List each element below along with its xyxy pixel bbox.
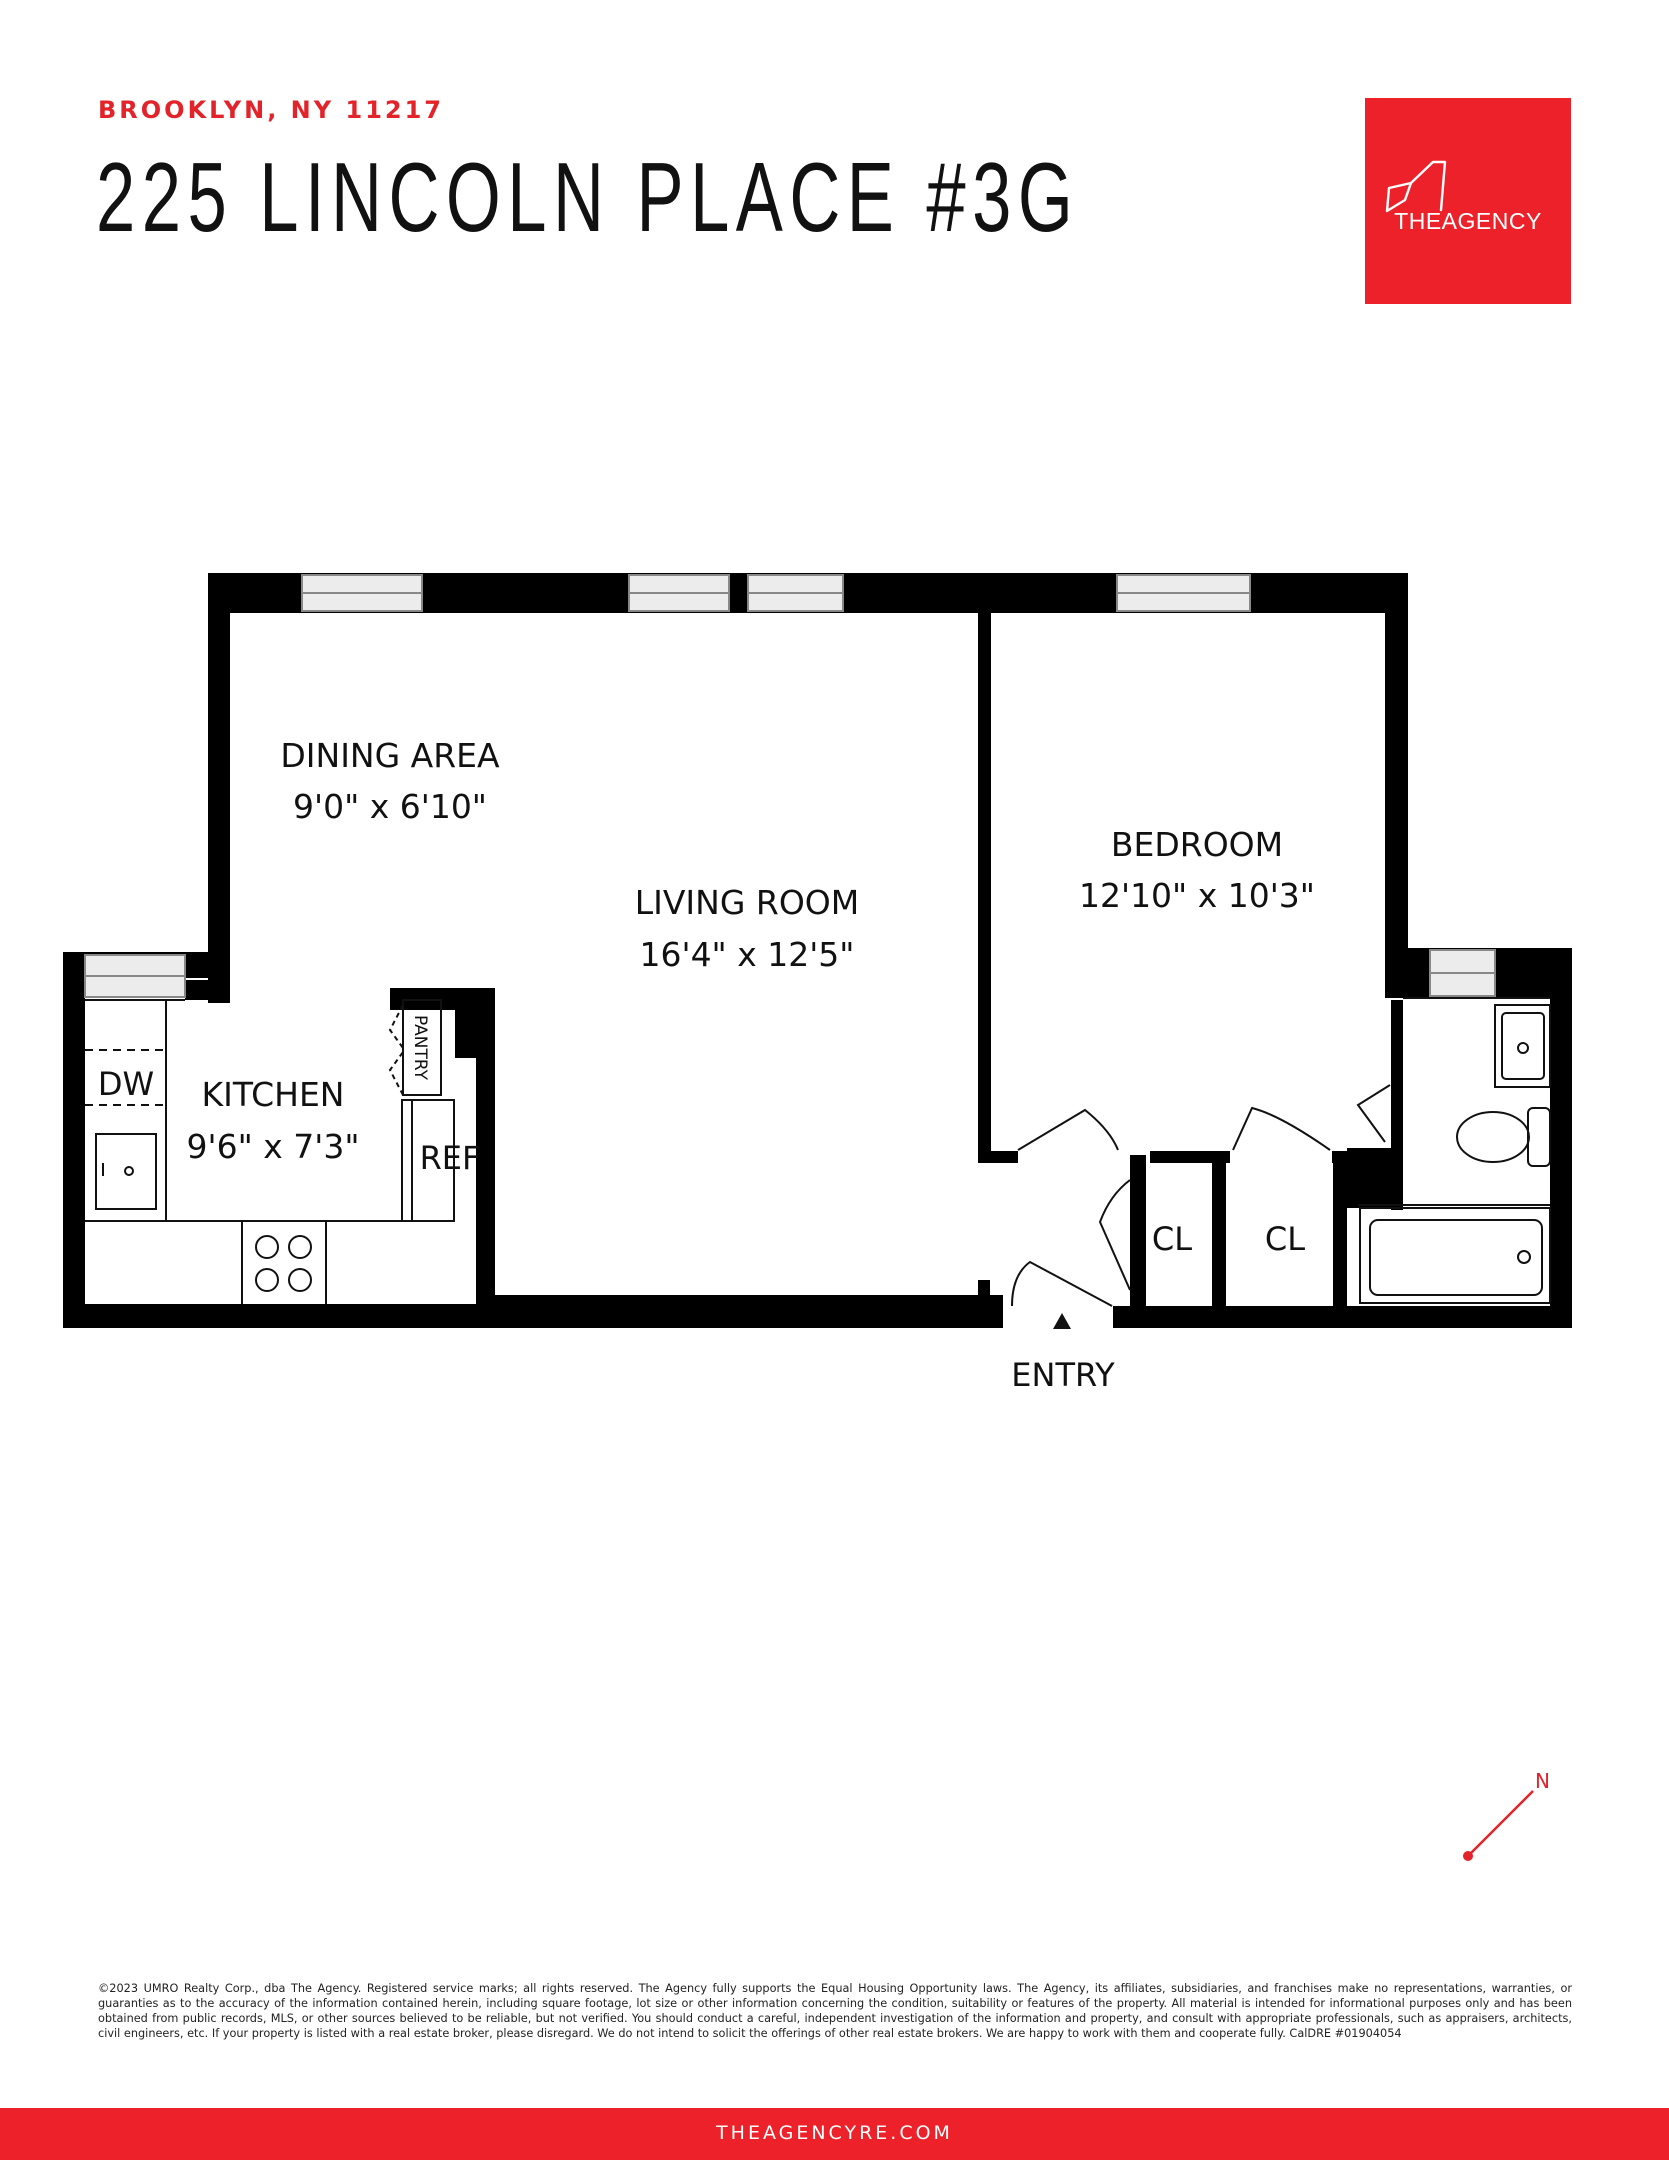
kitchen-dims: 9'6" x 7'3" (187, 1127, 360, 1166)
pantry-label: PANTRY (410, 1015, 430, 1081)
dishwasher-label: DW (98, 1065, 154, 1103)
dining-area-dims: 9'0" x 6'10" (293, 787, 487, 826)
agency-logo[interactable]: THEAGENCY (1365, 98, 1571, 304)
agency-a-mark-icon (1385, 160, 1447, 213)
legal-disclaimer: ©2023 UMRO Realty Corp., dba The Agency.… (98, 1982, 1572, 2040)
kitchen-name: KITCHEN (202, 1075, 345, 1114)
living-room-dims: 16'4" x 12'5" (640, 935, 855, 974)
refrigerator-label: REF (420, 1139, 481, 1177)
entry-label: ENTRY (1011, 1356, 1115, 1394)
property-address-title: 225 LINCOLN PLACE #3G (96, 142, 1080, 252)
website-link[interactable]: THEAGENCYRE.COM (716, 2122, 953, 2144)
entry-arrow-icon (1053, 1313, 1071, 1329)
footer-bar: THEAGENCYRE.COM (0, 2108, 1669, 2160)
closet-label-2: CL (1265, 1220, 1305, 1258)
north-compass-icon: N (1463, 1769, 1550, 1861)
windows (84, 574, 1496, 998)
doors (1011, 1084, 1391, 1307)
living-room-name: LIVING ROOM (635, 883, 860, 922)
compass-north-label: N (1535, 1769, 1550, 1793)
location-subtitle: BROOKLYN, NY 11217 (98, 96, 444, 124)
bathroom-fixtures (1358, 997, 1551, 1304)
closet-label-1: CL (1152, 1220, 1192, 1258)
kitchen-counters (85, 999, 455, 1304)
bedroom-dims: 12'10" x 10'3" (1079, 876, 1315, 915)
agency-logo-text: THEAGENCY (1394, 208, 1542, 234)
dining-area-name: DINING AREA (280, 736, 500, 775)
bedroom-name: BEDROOM (1111, 825, 1283, 864)
